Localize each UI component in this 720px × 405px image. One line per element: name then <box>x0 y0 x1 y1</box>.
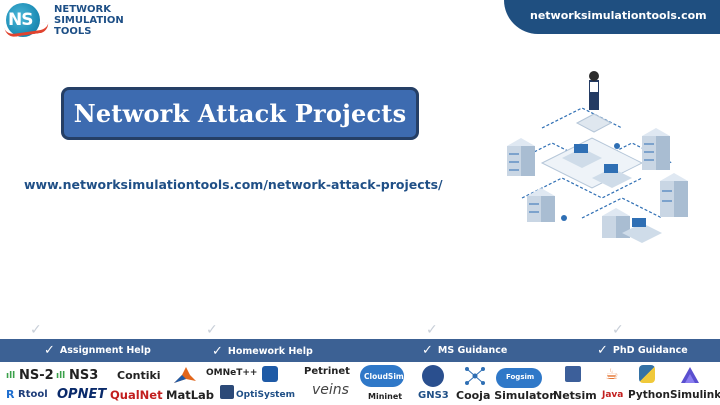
service-phd-guidance[interactable]: ✓ PhD Guidance <box>597 343 688 358</box>
logo-line-2: SIMULATION <box>54 14 124 26</box>
checkmark-icon: ✓ <box>212 344 223 359</box>
gns3-logo-icon <box>422 365 444 387</box>
ghost-checkmark-icon: ✓ <box>426 322 438 338</box>
matlab-peak-icon <box>174 367 196 383</box>
service-label: PhD Guidance <box>612 345 688 356</box>
tool-gns3: GNS3 <box>418 390 449 401</box>
page-title: Network Attack Projects <box>73 99 407 128</box>
tool-netsim: Netsim <box>553 389 597 402</box>
logo-badge: NS <box>4 3 51 39</box>
r-logo-icon: R <box>6 388 15 401</box>
simulink-icon <box>681 367 699 383</box>
ghost-checkmark-icon: ✓ <box>206 322 218 338</box>
netsim-icon <box>565 366 581 382</box>
tool-python: Python <box>628 389 670 401</box>
tool-matlab: MatLab <box>166 388 215 402</box>
java-cup-icon: ☕ <box>605 365 619 383</box>
service-assignment-help[interactable]: ✓ Assignment Help <box>44 343 151 358</box>
tool-contiki: Contiki <box>117 369 161 382</box>
chip-icon <box>262 366 278 382</box>
tool-petrinet: Petrinet <box>304 366 350 377</box>
tool-veins: veins <box>312 382 349 398</box>
tool-fogsim: Fogsim <box>506 373 535 381</box>
site-url-tab[interactable]: networksimulationtools.com <box>504 0 720 34</box>
page-title-box: Network Attack Projects <box>61 87 419 140</box>
optisystem-icon <box>220 385 234 399</box>
person-figure <box>575 71 613 133</box>
network-illustration <box>507 71 688 243</box>
tool-cooja: Cooja Simulator <box>456 389 555 402</box>
checkmark-icon: ✓ <box>422 343 433 358</box>
ghost-checkmark-icon: ✓ <box>30 322 42 338</box>
checkmark-icon: ✓ <box>597 343 608 358</box>
signal-bars-icon: ıll <box>56 371 66 381</box>
tool-qualnet: QualNet <box>110 388 163 402</box>
python-logo-icon <box>639 365 655 383</box>
logo-text: NETWORK SIMULATION TOOLS <box>54 4 124 37</box>
logo-initials: NS <box>8 10 34 30</box>
tool-omnet: OMNeT++ <box>206 368 258 378</box>
signal-bars-icon: ıll <box>6 371 16 381</box>
tool-opnet: OPNET <box>57 387 107 402</box>
tool-rtool: Rtool <box>18 389 48 400</box>
cloud-icon <box>360 365 404 387</box>
site-url[interactable]: networksimulationtools.com <box>530 9 707 22</box>
tool-simulink: Simulink <box>670 389 720 401</box>
globe-icon <box>6 3 40 37</box>
service-label: Homework Help <box>227 346 313 357</box>
services-bar: ✓ Assignment Help ✓ Homework Help ✓ MS G… <box>0 339 720 362</box>
service-label: MS Guidance <box>437 345 508 356</box>
tool-ns3: NS3 <box>69 368 99 383</box>
service-homework-help[interactable]: ✓ Homework Help <box>212 344 313 359</box>
tool-cloudsim: CloudSim <box>364 372 404 381</box>
tool-java: Java <box>602 390 624 400</box>
service-label: Assignment Help <box>59 345 151 356</box>
checkmark-icon: ✓ <box>44 343 55 358</box>
logo-line-3: TOOLS <box>54 25 92 37</box>
tool-optisystem: OptiSystem <box>236 390 295 400</box>
tool-mininet: Mininet <box>368 392 403 401</box>
tool-ns2: NS-2 <box>19 368 54 383</box>
logo-line-1: NETWORK <box>54 3 112 15</box>
fog-cloud-icon <box>496 368 542 388</box>
brand-logo[interactable]: NS NETWORK SIMULATION TOOLS <box>4 3 124 39</box>
page-url-link[interactable]: www.networksimulationtools.com/network-a… <box>24 177 443 192</box>
workstations <box>561 143 662 243</box>
network-graph-icon <box>465 367 485 385</box>
ghost-checkmark-icon: ✓ <box>612 322 624 338</box>
service-ms-guidance[interactable]: ✓ MS Guidance <box>422 343 507 358</box>
tools-strip: ıll NS-2 R Rtool ıll NS3 OPNET Contiki Q… <box>0 362 720 405</box>
